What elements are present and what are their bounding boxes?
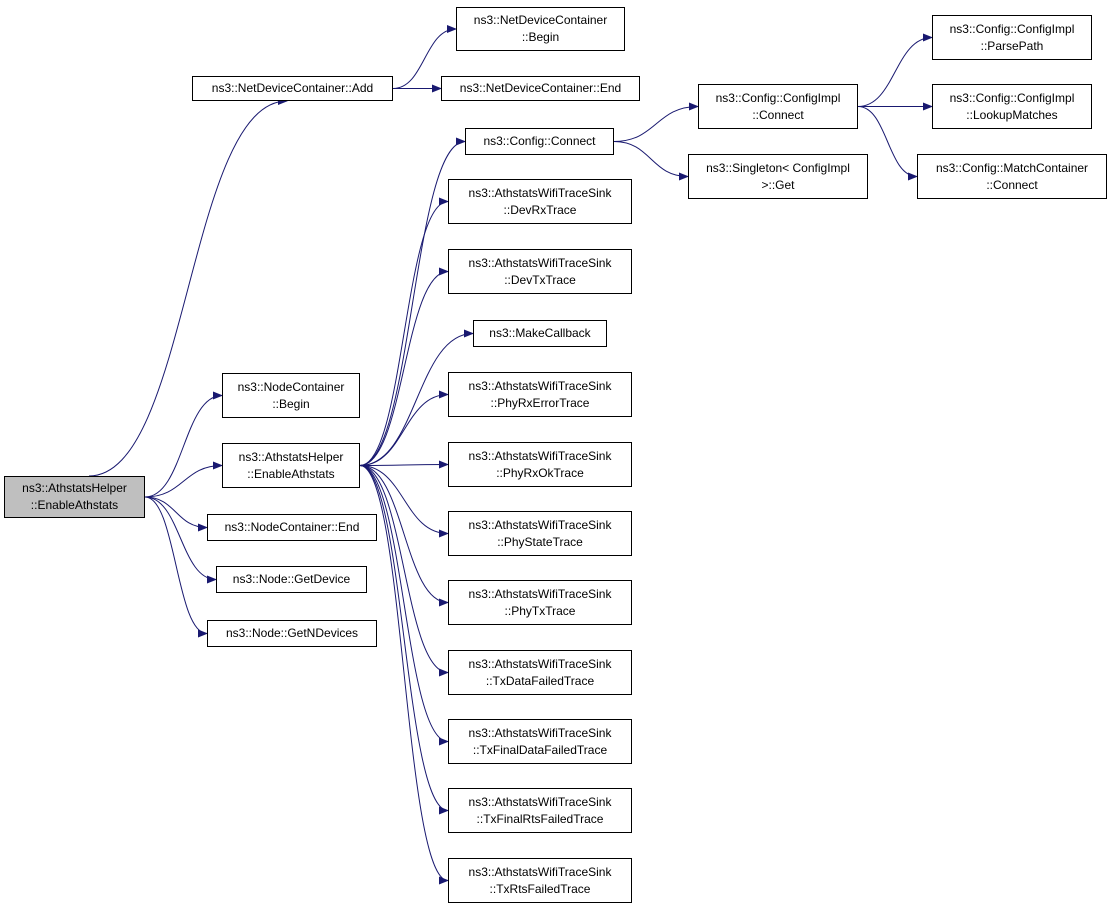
- edge-impl_connect-to-parsepath: [857, 33, 933, 107]
- node-label-line2: ::Begin: [521, 30, 560, 44]
- node-tracesink-txfinaldatafailedtrace[interactable]: ns3::AthstatsWifiTraceSink ::TxFinalData…: [448, 719, 632, 764]
- edge-enable2-to-devrx: [359, 197, 449, 466]
- node-configimpl-parsepath[interactable]: ns3::Config::ConfigImpl ::ParsePath: [932, 15, 1092, 60]
- node-label-line1: ns3::Config::MatchContainer: [935, 160, 1089, 175]
- node-tracesink-txrtsfailedtrace[interactable]: ns3::AthstatsWifiTraceSink ::TxRtsFailed…: [448, 858, 632, 903]
- node-label: ns3::Config::Connect: [483, 134, 596, 148]
- node-makecallback[interactable]: ns3::MakeCallback: [473, 320, 607, 347]
- node-label-line2: ::TxFinalDataFailedTrace: [472, 742, 608, 757]
- node-label-line1: ns3::NetDeviceContainer: [473, 13, 608, 27]
- node-label-line1: ns3::Config::ConfigImpl: [949, 90, 1075, 105]
- edge-root-to-getndevices: [144, 496, 208, 638]
- node-tracesink-txdatafailedtrace[interactable]: ns3::AthstatsWifiTraceSink ::TxDataFaile…: [448, 650, 632, 695]
- node-label-line2: ::EnableAthstats: [30, 498, 119, 512]
- node-label-line2: ::PhyRxErrorTrace: [490, 395, 590, 410]
- node-label: ns3::NetDeviceContainer::Add: [211, 81, 374, 95]
- edge-root-to-netdev_add: [88, 97, 288, 477]
- edge-enable2-to-phyrxok: [359, 460, 449, 469]
- edge-config_connect-to-impl_connect: [613, 102, 699, 142]
- node-label-line1: ns3::AthstatsWifiTraceSink: [468, 656, 612, 671]
- node-label-line1: ns3::AthstatsWifiTraceSink: [468, 185, 612, 200]
- edge-root-to-enable2: [144, 461, 223, 498]
- node-netdevicecontainer-end[interactable]: ns3::NetDeviceContainer::End: [441, 76, 640, 101]
- node-label-line1: ns3::AthstatsWifiTraceSink: [468, 378, 612, 393]
- node-label-line1: ns3::AthstatsWifiTraceSink: [468, 586, 612, 601]
- node-tracesink-phyrxoktrace[interactable]: ns3::AthstatsWifiTraceSink ::PhyRxOkTrac…: [448, 442, 632, 487]
- node-root-athstats-enable: ns3::AthstatsHelper ::EnableAthstats: [4, 476, 145, 518]
- node-label-line2: ::ParsePath: [980, 38, 1044, 53]
- node-label: ns3::Node::GetDevice: [232, 572, 351, 586]
- edge-root-to-nodec_end: [144, 496, 208, 532]
- node-label-line1: ns3::AthstatsHelper: [238, 449, 344, 464]
- edge-impl_connect-to-match_connect: [857, 106, 918, 181]
- node-tracesink-phyrxerrortrace[interactable]: ns3::AthstatsWifiTraceSink ::PhyRxErrorT…: [448, 372, 632, 417]
- edge-enable2-to-phyrxerr: [359, 390, 449, 466]
- edge-enable2-to-txrts: [359, 465, 449, 885]
- node-label-line2: ::TxFinalRtsFailedTrace: [476, 811, 604, 826]
- node-label-line2: ::LookupMatches: [966, 107, 1058, 122]
- node-label-line2: ::PhyTxTrace: [504, 603, 576, 618]
- edge-enable2-to-config_connect: [359, 137, 466, 466]
- node-label-line2: ::EnableAthstats: [247, 466, 335, 481]
- node-label-line1: ns3::Singleton< ConfigImpl: [706, 160, 850, 175]
- node-config-connect[interactable]: ns3::Config::Connect: [465, 128, 614, 155]
- node-netdevicecontainer-begin[interactable]: ns3::NetDeviceContainer ::Begin: [456, 7, 625, 51]
- node-node-getndevices[interactable]: ns3::Node::GetNDevices: [207, 620, 377, 647]
- node-label-line1: ns3::AthstatsWifiTraceSink: [468, 448, 612, 463]
- node-label-line1: ns3::AthstatsWifiTraceSink: [468, 517, 612, 532]
- node-label: ns3::NodeContainer::End: [224, 520, 360, 534]
- node-label-line2: ::PhyRxOkTrace: [496, 465, 584, 480]
- node-configimpl-connect[interactable]: ns3::Config::ConfigImpl ::Connect: [698, 84, 858, 129]
- node-label-line2: ::Begin: [272, 396, 310, 411]
- node-label-line1: ns3::NodeContainer: [237, 379, 345, 394]
- node-nodecontainer-end[interactable]: ns3::NodeContainer::End: [207, 514, 377, 541]
- node-label-line1: ns3::Config::ConfigImpl: [949, 21, 1075, 36]
- node-label-line2: ::Connect: [986, 177, 1038, 192]
- edge-config_connect-to-singleton_get: [613, 141, 689, 181]
- node-tracesink-phystatetrace[interactable]: ns3::AthstatsWifiTraceSink ::PhyStateTra…: [448, 511, 632, 556]
- node-tracesink-devtxtrace[interactable]: ns3::AthstatsWifiTraceSink ::DevTxTrace: [448, 249, 632, 294]
- node-netdevicecontainer-add[interactable]: ns3::NetDeviceContainer::Add: [192, 76, 393, 101]
- node-label-line2: ::DevRxTrace: [503, 202, 577, 217]
- edge-enable2-to-txfinalrts: [359, 465, 449, 815]
- node-tracesink-phytxtrace[interactable]: ns3::AthstatsWifiTraceSink ::PhyTxTrace: [448, 580, 632, 625]
- edge-enable2-to-phytx: [359, 465, 449, 607]
- node-tracesink-devrxtrace[interactable]: ns3::AthstatsWifiTraceSink ::DevRxTrace: [448, 179, 632, 224]
- node-label-line2: ::TxDataFailedTrace: [485, 673, 595, 688]
- node-label-line1: ns3::AthstatsWifiTraceSink: [468, 255, 612, 270]
- node-athstats-enable-overload[interactable]: ns3::AthstatsHelper ::EnableAthstats: [222, 443, 360, 488]
- node-configimpl-lookupmatches[interactable]: ns3::Config::ConfigImpl ::LookupMatches: [932, 84, 1092, 129]
- node-label-line2: ::PhyStateTrace: [497, 534, 583, 549]
- edge-enable2-to-phystate: [359, 465, 449, 538]
- node-label: ns3::MakeCallback: [489, 326, 591, 340]
- edge-netdev_add-to-netdev_begin: [392, 25, 457, 89]
- node-label-line2: ::TxRtsFailedTrace: [489, 881, 591, 896]
- node-label-line1: ns3::AthstatsWifiTraceSink: [468, 794, 612, 809]
- node-nodecontainer-begin[interactable]: ns3::NodeContainer ::Begin: [222, 373, 360, 418]
- edge-root-to-nodec_begin: [144, 391, 223, 498]
- node-label-line1: ns3::AthstatsWifiTraceSink: [468, 864, 612, 879]
- node-label-line2: ::DevTxTrace: [504, 272, 576, 287]
- node-label: ns3::NetDeviceContainer::End: [459, 81, 622, 95]
- node-label-line1: ns3::AthstatsHelper: [22, 481, 127, 495]
- node-label-line2: >::Get: [761, 177, 795, 192]
- node-node-getdevice[interactable]: ns3::Node::GetDevice: [216, 566, 367, 593]
- node-tracesink-txfinalrtsfailedtrace[interactable]: ns3::AthstatsWifiTraceSink ::TxFinalRtsF…: [448, 788, 632, 833]
- node-singleton-get[interactable]: ns3::Singleton< ConfigImpl >::Get: [688, 154, 868, 199]
- edge-enable2-to-txdatafail: [359, 465, 449, 677]
- edge-enable2-to-devtx: [359, 267, 449, 466]
- node-matchcontainer-connect[interactable]: ns3::Config::MatchContainer ::Connect: [917, 154, 1107, 199]
- node-label: ns3::Node::GetNDevices: [225, 626, 359, 640]
- node-label-line1: ns3::AthstatsWifiTraceSink: [468, 725, 612, 740]
- node-label-line1: ns3::Config::ConfigImpl: [715, 90, 841, 105]
- edge-root-to-getdevice: [144, 496, 217, 584]
- edge-enable2-to-txfinaldata: [359, 465, 449, 746]
- node-label-line2: ::Connect: [752, 107, 804, 122]
